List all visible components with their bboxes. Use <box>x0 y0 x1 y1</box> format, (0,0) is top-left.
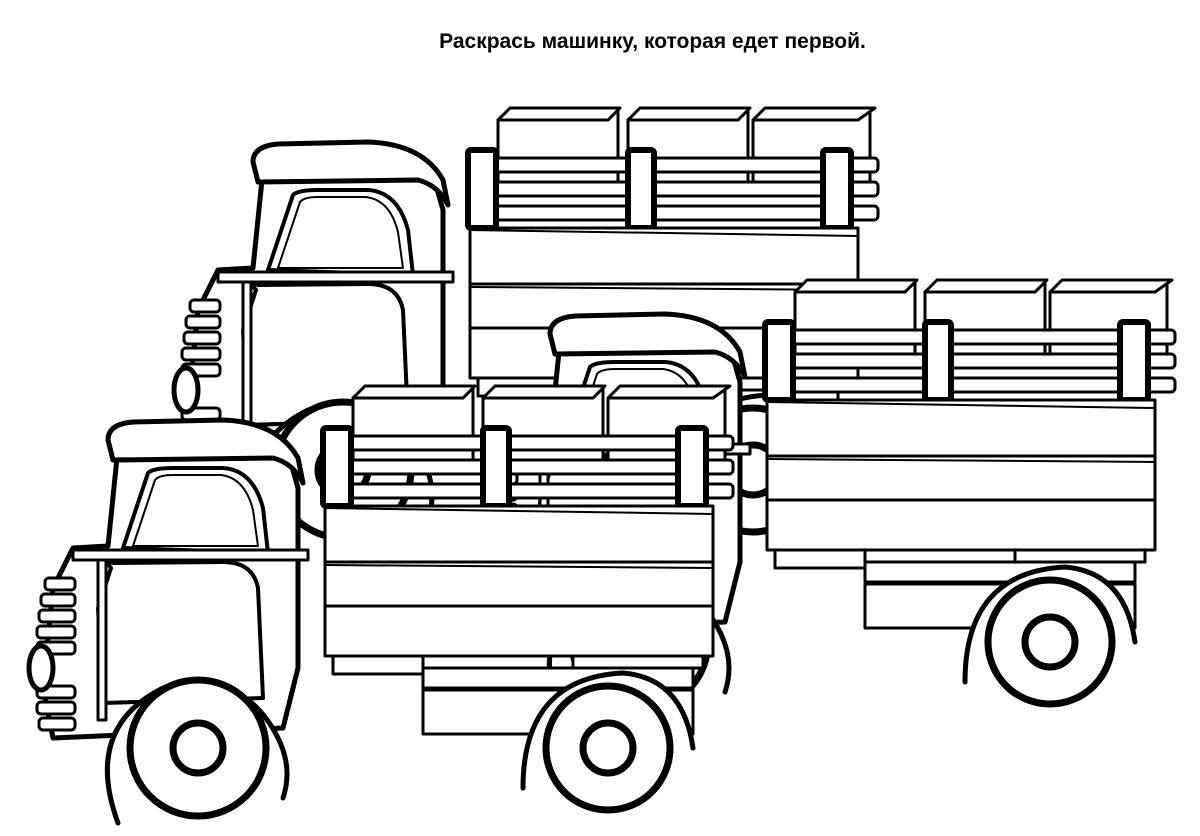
task-instruction: Раскрась машинку, которая едет первой. <box>439 30 866 53</box>
truck-front <box>29 386 733 823</box>
